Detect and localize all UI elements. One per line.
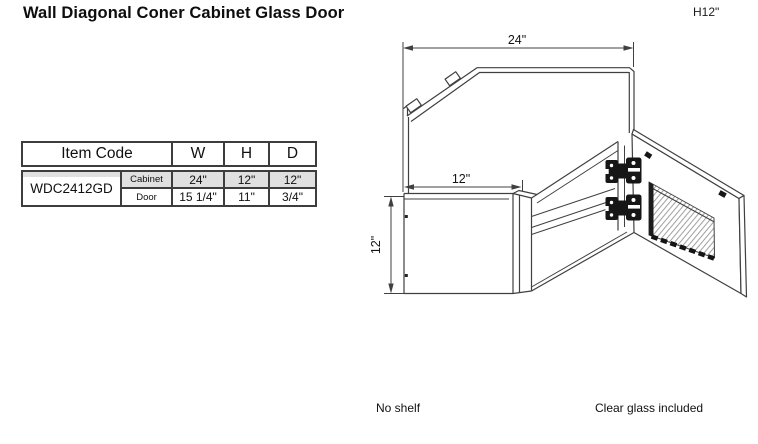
door-height-cell: 11" — [223, 189, 268, 205]
note-glass: Clear glass included — [595, 401, 704, 415]
header-d: D — [268, 143, 315, 165]
door-screw-icon — [718, 190, 727, 198]
row-cabinet-label: Cabinet — [120, 172, 171, 189]
cabinet-width-cell: 24" — [171, 172, 223, 189]
spec-table-header-row: Item Code W H D — [21, 141, 317, 167]
spec-table-body: WDC2412GD Cabinet 24" 12" 12" Door 15 1/… — [21, 170, 317, 207]
dim-overall-width-label: 24" — [508, 33, 526, 47]
hinge-clip-icon — [405, 98, 422, 114]
header-w: W — [171, 143, 223, 165]
door-width-cell: 15 1/4" — [171, 189, 223, 205]
header-item-code: Item Code — [61, 145, 133, 162]
door-screw-icon — [644, 151, 653, 159]
hinge-top-icon — [605, 157, 642, 184]
cabinet-depth-cell: 12" — [268, 172, 315, 189]
header-h: H — [223, 143, 268, 165]
dimension-lines — [384, 42, 634, 294]
shelf-pin-dot — [404, 215, 408, 218]
corner-code-label: H12" — [693, 5, 720, 19]
hinge-bottom-icon — [605, 194, 642, 221]
hinge-clip-icon — [444, 71, 461, 87]
note-no-shelf: No shelf — [376, 401, 421, 415]
door-depth-cell: 3/4" — [268, 189, 315, 205]
item-code-cell: WDC2412GD — [23, 172, 120, 205]
dim-left-height-label: 12" — [370, 236, 383, 254]
shelf-pin-dot — [404, 274, 408, 277]
dim-left-width-label: 12" — [452, 172, 470, 186]
row-door-label: Door — [120, 189, 171, 205]
cabinet-technical-drawing: 24" 12" 12" — [370, 33, 748, 298]
page-title: Wall Diagonal Coner Cabinet Glass Door — [23, 4, 345, 22]
cabinet-body — [403, 67, 635, 295]
spec-table: Item Code W H D WDC2412GD Cabinet 24" 12… — [21, 141, 317, 207]
cabinet-height-cell: 12" — [223, 172, 268, 189]
glass-door — [631, 128, 748, 298]
